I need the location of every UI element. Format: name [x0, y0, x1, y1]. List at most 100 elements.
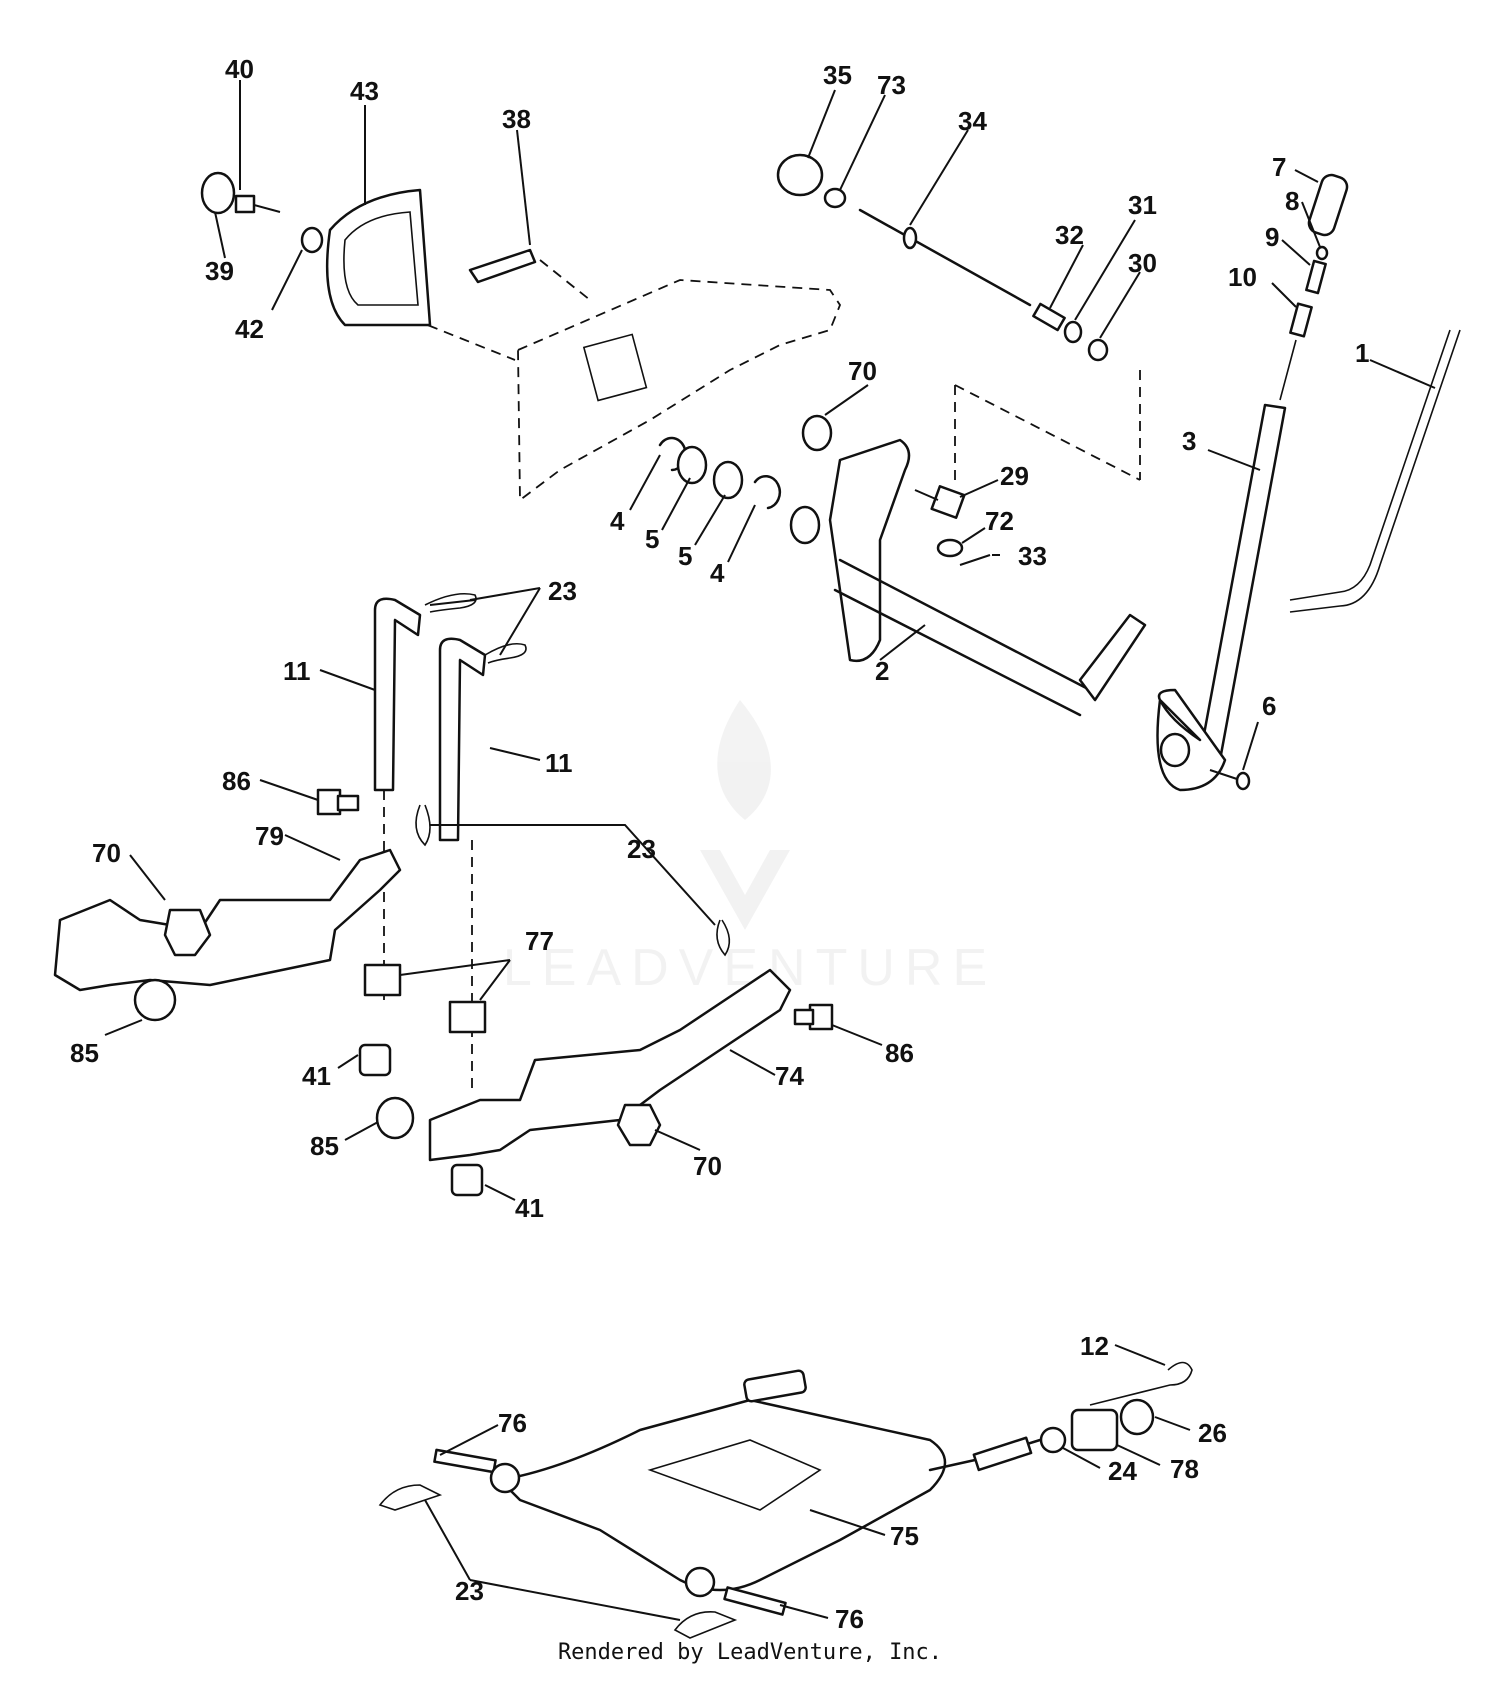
callout-5b: 5 — [678, 541, 692, 571]
callout-35: 35 — [823, 60, 852, 90]
washer-42 — [300, 226, 324, 254]
render-credit: Rendered by LeadVenture, Inc. — [557, 1640, 943, 1665]
callout-8: 8 — [1285, 186, 1299, 216]
pin-76b — [723, 1586, 787, 1616]
bumper-85b — [375, 1096, 415, 1140]
callout-86-left: 86 — [222, 766, 251, 796]
rod-10 — [1279, 339, 1297, 401]
callout-23-top: 23 — [548, 576, 577, 606]
lift-arm-79 — [53, 848, 402, 992]
callout-4a: 4 — [610, 506, 625, 536]
callout-23-mid: 23 — [627, 834, 656, 864]
callout-85-left: 85 — [70, 1038, 99, 1068]
knob-35 — [776, 153, 824, 197]
block-29-stud — [914, 489, 939, 501]
callout-1: 1 — [1355, 338, 1369, 368]
callout-70-top: 70 — [848, 356, 877, 386]
pin-76a — [433, 1448, 497, 1474]
ball-8 — [1315, 245, 1329, 261]
nut-70-right — [616, 1103, 662, 1147]
callout-42: 42 — [235, 314, 264, 344]
screw-33 — [959, 554, 991, 566]
callout-38: 38 — [502, 104, 531, 134]
bolt-86b-shank — [793, 1008, 815, 1026]
hairpin-23f — [673, 1611, 738, 1639]
nut-73 — [823, 187, 847, 209]
block-78 — [1070, 1408, 1119, 1452]
callout-29: 29 — [1000, 461, 1029, 491]
callout-34: 34 — [958, 106, 987, 136]
leader-lines — [104, 80, 1436, 1621]
lift-arm-74 — [428, 968, 792, 1162]
callout-30: 30 — [1128, 248, 1157, 278]
rod-34 — [858, 208, 1032, 307]
callout-76-top: 76 — [498, 1408, 527, 1438]
j-bolt-11a — [373, 597, 422, 792]
plate-75-stud — [743, 1369, 807, 1403]
nut-24 — [1039, 1426, 1067, 1454]
hairpin-12 — [1089, 1361, 1193, 1406]
callout-26: 26 — [1198, 1418, 1227, 1448]
lever-base-3-hole — [1159, 732, 1191, 768]
e-ring-4b — [753, 474, 782, 510]
frame-plate-outline — [517, 279, 842, 502]
callout-85-right: 85 — [310, 1131, 339, 1161]
callout-86-right: 86 — [885, 1038, 914, 1068]
washer-5a — [676, 445, 708, 485]
callout-4b: 4 — [710, 558, 725, 588]
callout-labels: 40 43 38 39 42 35 73 34 7 8 9 10 32 31 3… — [70, 54, 1369, 1634]
hairpin-23b — [484, 642, 527, 664]
block-77a — [363, 963, 402, 997]
callout-11b: 11 — [545, 748, 573, 778]
leader-dash-38 — [539, 259, 591, 301]
callout-24: 24 — [1108, 1456, 1137, 1486]
grip-7 — [1307, 173, 1349, 237]
plate-75-cutout — [647, 1439, 822, 1511]
plate-75-eye-bottom — [684, 1566, 716, 1598]
nut-41a — [358, 1043, 392, 1077]
callout-31: 31 — [1128, 190, 1157, 220]
v-logo-icon — [700, 850, 790, 930]
nut-30 — [1087, 338, 1109, 362]
cover-43 — [325, 188, 432, 327]
callout-78: 78 — [1170, 1454, 1199, 1484]
callout-3: 3 — [1182, 426, 1196, 456]
callout-32: 32 — [1055, 220, 1084, 250]
flame-logo-icon — [717, 700, 771, 820]
rod-1 — [1289, 329, 1451, 601]
block-29 — [930, 485, 966, 519]
callout-76-bottom: 76 — [835, 1604, 864, 1634]
bumper-85a — [133, 978, 177, 1022]
callout-79: 79 — [255, 821, 284, 851]
callout-74: 74 — [775, 1061, 804, 1091]
callout-11a: 11 — [283, 656, 311, 686]
plate-75-eye-left — [489, 1462, 521, 1494]
callout-70-left: 70 — [92, 838, 121, 868]
sleeve-9 — [1305, 259, 1327, 295]
hairpin-23e — [378, 1484, 443, 1511]
bolt-6-shank — [1209, 769, 1241, 781]
nut-70-left — [163, 908, 212, 957]
washer-72 — [936, 538, 964, 558]
callout-70-right: 70 — [693, 1151, 722, 1181]
bracket-2 — [828, 438, 911, 663]
bolt-40-head — [234, 194, 256, 214]
shaft-2-arm — [1078, 613, 1147, 702]
rod-1-outline — [1289, 329, 1461, 613]
callout-43: 43 — [350, 76, 379, 106]
callout-72: 72 — [985, 506, 1014, 536]
washer-31 — [1063, 320, 1083, 344]
callout-7: 7 — [1272, 152, 1286, 182]
callout-41-top: 41 — [302, 1061, 331, 1091]
plate-75-thread — [972, 1436, 1033, 1472]
washer-5b — [712, 460, 744, 500]
bolt-6-head — [1235, 771, 1251, 791]
shaft-2-end — [789, 505, 821, 545]
callout-40: 40 — [225, 54, 254, 84]
spring-10 — [1289, 302, 1313, 338]
plate-75 — [498, 1398, 947, 1592]
ring-39 — [200, 171, 236, 215]
callout-41-bottom: 41 — [515, 1193, 544, 1223]
callout-2: 2 — [875, 656, 889, 686]
